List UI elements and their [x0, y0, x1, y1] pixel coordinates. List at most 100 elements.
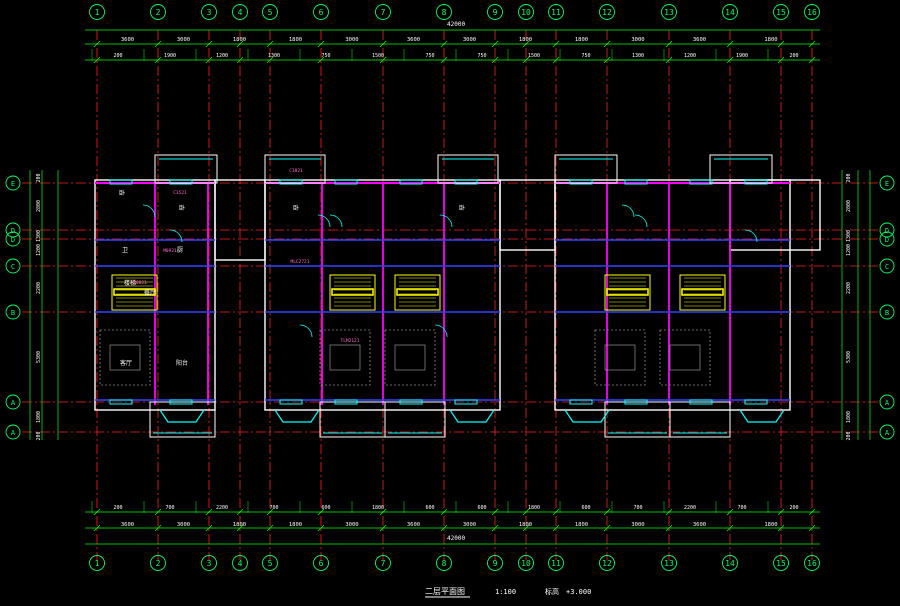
drawing-scale: 1:100	[495, 588, 516, 596]
axis-bubble-top	[313, 4, 329, 20]
axis-bubble-bottom	[375, 555, 391, 571]
dim-tick	[603, 40, 611, 48]
dim-tick	[379, 56, 387, 64]
axis-bubble-bottom	[436, 555, 452, 571]
room-label: 阳台	[176, 359, 188, 367]
axis-bubble-right	[879, 231, 895, 247]
dim-tick	[603, 508, 611, 516]
axis-bubble-label: 6	[319, 8, 324, 17]
dim-tick	[777, 56, 785, 64]
axis-bubble-label: 5	[268, 8, 273, 17]
axis-bubble-left	[5, 394, 21, 410]
dim-text-bottom: 1800	[233, 522, 246, 528]
axis-bubble-bottom	[804, 555, 820, 571]
balcony-top	[154, 154, 218, 184]
link-block-2	[499, 179, 556, 251]
dim-text-left: 200	[36, 173, 42, 182]
dim-text-bottom-detail: 600	[425, 505, 434, 511]
dim-text-top-detail: 750	[425, 53, 434, 59]
door-swing	[142, 204, 156, 218]
axis-bubble-label: 12	[602, 8, 612, 17]
dim-text-top: 3600	[121, 37, 134, 43]
axis-bubble-label: 9	[493, 8, 498, 17]
axis-bubble-bottom	[201, 555, 217, 571]
unit-outline-3	[554, 179, 791, 411]
room-label: 餐厅	[144, 289, 156, 297]
dim-text-left: 1800	[36, 411, 42, 423]
table	[109, 344, 141, 371]
dim-text-top-detail: 1500	[372, 53, 384, 59]
dim-tick	[266, 524, 274, 532]
axis-bubble-top	[804, 4, 820, 20]
living-room-furniture	[99, 329, 151, 386]
balcony-top	[554, 154, 618, 184]
axis-bubble-top	[262, 4, 278, 20]
living-room-furniture	[319, 329, 371, 386]
axis-bubble-top	[375, 4, 391, 20]
axis-bubble-label: 3	[207, 559, 212, 568]
window	[689, 399, 713, 405]
dim-text-top: 3600	[407, 37, 420, 43]
dim-text-top-detail: 750	[581, 53, 590, 59]
table	[604, 344, 636, 371]
dim-tick	[665, 40, 673, 48]
dim-tick	[205, 508, 213, 516]
window	[169, 179, 193, 185]
axis-bubble-label: A	[11, 429, 16, 437]
axis-bubble-label: 7	[381, 8, 386, 17]
dim-text-left: 5300	[36, 351, 42, 363]
axis-bubble-label: 3	[207, 8, 212, 17]
axis-bubble-top	[89, 4, 105, 20]
dim-text-top-detail: 200	[789, 53, 798, 59]
door-swing	[299, 324, 313, 338]
room-label: 卫	[122, 247, 128, 254]
stair-landing	[606, 288, 649, 296]
axis-bubble-left	[5, 258, 21, 274]
stair-landing	[113, 288, 156, 296]
dim-text-bottom: 3000	[631, 522, 644, 528]
dim-tick	[491, 524, 499, 532]
dim-tick	[440, 56, 448, 64]
axis-bubble-label: 13	[664, 559, 674, 568]
axis-bubble-label: C	[885, 263, 889, 271]
dim-text-left: 1300	[36, 230, 42, 242]
dim-text-top: 1800	[575, 37, 588, 43]
dim-text-bottom-detail: 1800	[372, 505, 384, 511]
dim-text-top-detail: 750	[477, 53, 486, 59]
dim-text-top-detail: 1500	[528, 53, 540, 59]
door-swing	[439, 214, 453, 228]
unit-outline-2	[264, 179, 501, 411]
dim-tick	[808, 56, 816, 64]
dim-tick	[440, 40, 448, 48]
stair	[604, 274, 651, 311]
axis-bubble-label: C	[11, 263, 15, 271]
dim-tick	[552, 508, 560, 516]
axis-bubble-left	[5, 222, 21, 238]
dim-text-bottom-detail: 2200	[216, 505, 228, 511]
dim-tick	[726, 508, 734, 516]
dim-tick	[93, 524, 101, 532]
door-swing	[744, 229, 758, 243]
axis-bubble-label: 13	[664, 8, 674, 17]
axis-bubble-label: D	[885, 227, 889, 235]
dim-tick	[236, 508, 244, 516]
window	[399, 179, 423, 185]
dim-text-top: 3000	[177, 37, 190, 43]
bay-window-bottom	[669, 401, 731, 438]
dim-text-top: 1800	[764, 37, 777, 43]
axis-bubble-layer: 1122334455667788991010111112121313141415…	[5, 4, 895, 571]
axis-bubble-label: 8	[442, 8, 447, 17]
dim-text-right: 2200	[846, 282, 852, 294]
dim-text-top: 3600	[693, 37, 706, 43]
axis-bubble-label: A	[885, 399, 890, 407]
dim-text-right: 2800	[846, 200, 852, 212]
dim-tick	[552, 56, 560, 64]
dim-text-bottom-detail: 200	[113, 505, 122, 511]
table	[329, 344, 361, 371]
dim-text-top-detail: 1900	[736, 53, 748, 59]
dim-tick	[379, 508, 387, 516]
dim-text-top: 1800	[233, 37, 246, 43]
dim-text-right: 5300	[846, 351, 852, 363]
dim-tick	[522, 508, 530, 516]
